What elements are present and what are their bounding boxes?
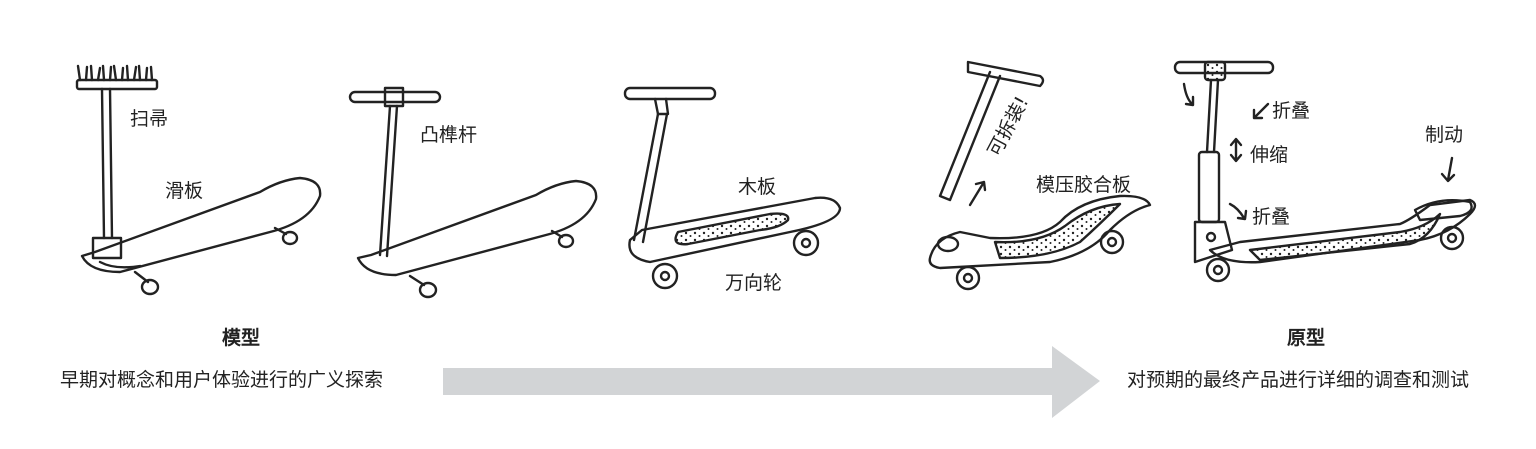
prototype-description: 对预期的最终产品进行详细的调查和测试 <box>1127 369 1470 391</box>
t-handlebar <box>348 90 442 104</box>
label-telescopic: 伸缩 <box>1250 144 1289 166</box>
skateboard-wheel-rear <box>281 230 299 246</box>
skateboard-edge <box>98 260 142 269</box>
label-broom: 扫帚 <box>130 108 169 130</box>
broom-bristles <box>76 64 154 82</box>
prototype-title: 原型 <box>1287 327 1326 349</box>
wheel-rear <box>1099 229 1125 255</box>
scooter-prototype-sketch <box>1173 60 1477 283</box>
model-description: 早期对概念和用户体验进行的广义探索 <box>60 369 384 391</box>
t-handlebar <box>623 86 717 101</box>
skateboard-wheel-front <box>418 281 438 299</box>
fold-joint <box>1193 220 1234 264</box>
plunger-stem <box>378 104 399 258</box>
label-skateboard: 滑板 <box>165 180 204 202</box>
molded-plywood-deck <box>928 194 1152 270</box>
label-brake: 制动 <box>1425 124 1464 146</box>
caster-wheel-front <box>651 262 679 290</box>
broom-head <box>75 78 159 91</box>
label-fold-top: 折叠 <box>1272 100 1311 122</box>
deck <box>1208 198 1477 264</box>
grip-dots <box>1248 212 1442 262</box>
skateboard-wheel-front <box>140 278 160 296</box>
wheel-front <box>1205 257 1231 283</box>
scooter-wood-sketch <box>623 86 842 290</box>
lower-stem-sleeve <box>1197 150 1221 224</box>
wheel-front <box>955 265 981 291</box>
brake-arrow <box>1440 156 1456 183</box>
scooter-plunger-sketch <box>348 86 598 299</box>
grip-dots <box>993 202 1122 260</box>
label-fold-bottom: 折叠 <box>1252 206 1291 228</box>
detached-stem <box>938 70 1002 202</box>
fold-arrow-top-left <box>1182 82 1195 107</box>
upper-stem <box>1205 78 1220 154</box>
caster-wheel-rear <box>792 229 820 257</box>
stem <box>632 112 669 244</box>
wood-board <box>628 196 842 264</box>
grip-tape <box>674 212 790 246</box>
skateboard-deck <box>356 179 598 277</box>
broom-handle <box>100 87 114 240</box>
stem-socket <box>936 235 960 253</box>
skateboard-deck <box>80 176 322 274</box>
label-molded-board: 模压胶合板 <box>1036 174 1132 196</box>
scooter-detachable-sketch <box>928 60 1152 291</box>
rear-brake-fender <box>1413 199 1473 222</box>
fold-arrow-top-right <box>1252 102 1270 120</box>
telescopic-arrow <box>1229 137 1243 163</box>
fold-arrow-bottom <box>1228 202 1248 221</box>
fold-latch-top <box>1203 60 1227 82</box>
wheel-rear <box>1439 225 1465 251</box>
scooter-broom-sketch <box>75 64 322 296</box>
model-title: 模型 <box>222 327 261 349</box>
t-handlebar <box>966 60 1045 88</box>
skateboard-wheel-rear <box>557 233 575 249</box>
detach-arrow <box>968 180 987 207</box>
model-to-prototype-arrow <box>443 346 1100 418</box>
label-plunger: 凸榫杆 <box>420 124 478 146</box>
broom-clamp <box>91 236 123 260</box>
label-caster: 万向轮 <box>725 272 783 294</box>
t-bar-joint <box>383 86 405 108</box>
label-wood-board: 木板 <box>738 176 777 198</box>
